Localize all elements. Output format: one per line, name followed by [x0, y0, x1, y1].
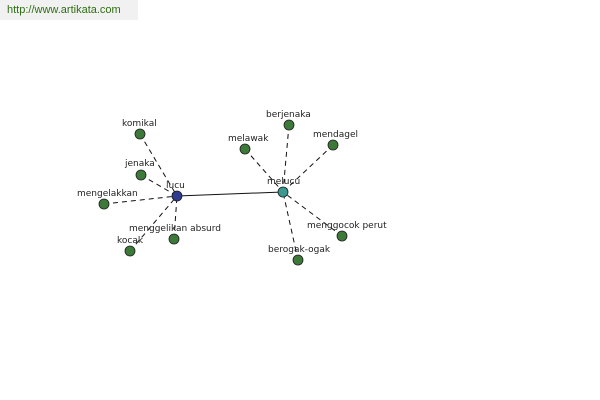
node-label-menggelikan-absurd: menggelikan absurd	[129, 224, 221, 234]
node-berjenaka[interactable]: berjenaka	[266, 110, 311, 131]
leaf-node-jenaka-circle[interactable]	[135, 169, 147, 181]
leaf-node-kocak-circle[interactable]	[124, 245, 136, 257]
node-melawak[interactable]: melawak	[228, 134, 269, 155]
edge-melucu-menggocok-perut	[282, 191, 343, 237]
node-label-berjenaka: berjenaka	[266, 110, 311, 120]
node-label-jenaka: jenaka	[124, 159, 155, 169]
edge-lucu-jenaka	[140, 174, 178, 197]
node-label-komikal: komikal	[122, 119, 157, 129]
edge-lucu-komikal	[139, 133, 178, 197]
node-label-mengelakkan: mengelakkan	[77, 189, 138, 199]
node-jenaka[interactable]: jenaka	[124, 159, 155, 181]
leaf-node-komikal-circle[interactable]	[134, 128, 146, 140]
edge-lucu-melucu	[176, 191, 284, 197]
leaf-node-mendagel-circle[interactable]	[327, 139, 339, 151]
edge-melucu-berogak-ogak	[282, 191, 299, 261]
node-label-melucu: melucu	[267, 177, 300, 187]
leaf-node-mengelakkan-circle[interactable]	[98, 198, 110, 210]
edge-melucu-berjenaka	[282, 124, 290, 193]
leaf-node-menggocok-perut-circle[interactable]	[336, 230, 348, 242]
node-label-mendagel: mendagel	[313, 130, 358, 140]
edge-lucu-kocak	[129, 195, 178, 252]
node-berogak-ogak[interactable]: berogak-ogak	[268, 245, 331, 266]
node-label-melawak: melawak	[228, 134, 269, 144]
leaf-node-berjenaka-circle[interactable]	[283, 119, 295, 131]
leaf-node-berogak-ogak-circle[interactable]	[292, 254, 304, 266]
node-label-kocak: kocak	[117, 236, 144, 246]
hub-node-lucu-circle[interactable]	[171, 190, 183, 202]
edge-lucu-mengelakkan	[103, 195, 178, 205]
node-label-lucu: lucu	[166, 181, 185, 191]
node-menggocok-perut[interactable]: menggocok perut	[307, 221, 387, 242]
node-label-menggocok-perut: menggocok perut	[307, 221, 387, 231]
url-banner: http://www.artikata.com	[0, 0, 138, 20]
graph-nodes: komikal jenaka mengelakkan kocak menggelikan…	[77, 110, 387, 266]
node-menggelikan-absurd[interactable]: menggelikan absurd	[129, 224, 221, 245]
edge-lucu-menggelikan-absurd	[173, 195, 178, 240]
node-lucu[interactable]: lucu	[166, 181, 185, 202]
leaf-node-menggelikan-absurd-circle[interactable]	[168, 233, 180, 245]
leaf-node-melawak-circle[interactable]	[239, 143, 251, 155]
edge-melucu-melawak	[244, 148, 284, 193]
node-mengelakkan[interactable]: mengelakkan	[77, 189, 138, 210]
node-label-berogak-ogak: berogak-ogak	[268, 245, 331, 255]
node-melucu[interactable]: melucu	[267, 177, 300, 198]
site-url-link[interactable]: http://www.artikata.com	[7, 4, 121, 16]
graph-edges	[103, 124, 343, 261]
node-mendagel[interactable]: mendagel	[313, 130, 358, 151]
node-komikal[interactable]: komikal	[122, 119, 157, 140]
edge-melucu-mendagel	[282, 144, 334, 193]
node-kocak[interactable]: kocak	[117, 236, 144, 257]
hub-node-melucu-circle[interactable]	[277, 186, 289, 198]
